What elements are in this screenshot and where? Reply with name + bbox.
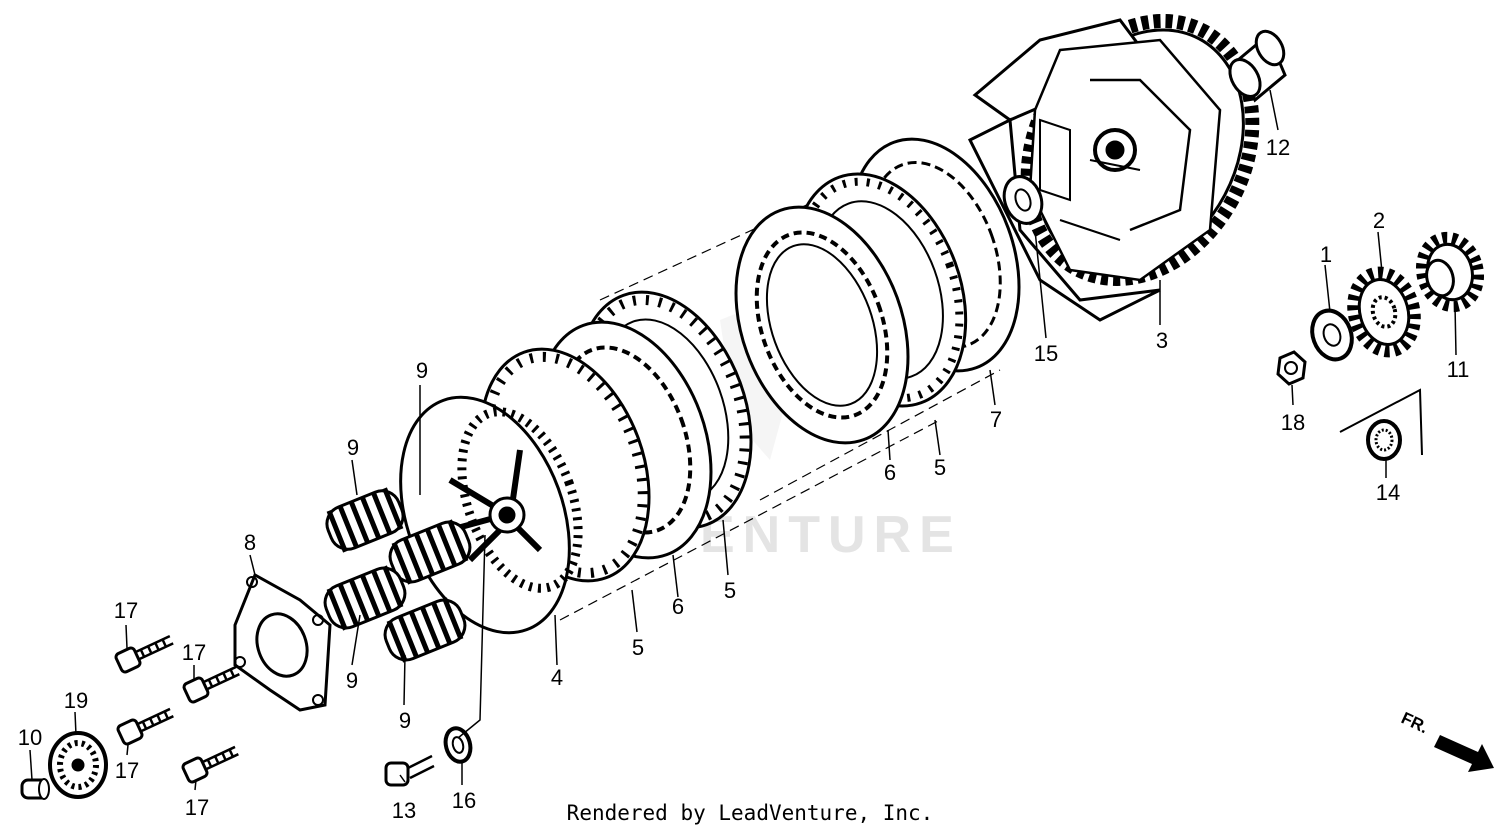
callout-part-9-d: 9 <box>399 708 411 733</box>
callout-part-17-d: 17 <box>185 795 209 820</box>
part-11-gear <box>1415 231 1485 313</box>
callout-part-17-a: 17 <box>114 598 138 623</box>
callout-part-9-a: 9 <box>416 358 428 383</box>
callout-part-13: 13 <box>392 798 416 823</box>
part-13-bolt <box>384 754 435 787</box>
callout-part-16: 16 <box>452 788 476 813</box>
callout-part-17-b: 17 <box>182 640 206 665</box>
callout-part-5-b: 5 <box>724 578 736 603</box>
leader-lines <box>29 89 1457 791</box>
callout-part-1: 1 <box>1320 242 1332 267</box>
footer-credit: Rendered by LeadVenture, Inc. <box>567 801 934 825</box>
part-8-lifter-plate <box>233 572 332 712</box>
part-9-clutch-springs <box>323 487 472 663</box>
callout-part-14: 14 <box>1376 480 1400 505</box>
callout-part-10: 10 <box>18 725 42 750</box>
part-10-lifter-rod <box>20 778 50 800</box>
callout-part-8: 8 <box>244 530 256 555</box>
callout-part-3: 3 <box>1156 328 1168 353</box>
part-19-bearing <box>48 731 108 799</box>
part-15-collar <box>1002 175 1044 225</box>
front-direction-arrow: FR. <box>1398 708 1494 772</box>
callout-part-5-c: 5 <box>632 635 644 660</box>
part-2-gear <box>1347 266 1421 358</box>
callout-part-4: 4 <box>551 665 563 690</box>
callout-part-2: 2 <box>1373 208 1385 233</box>
callout-part-12: 12 <box>1266 135 1290 160</box>
part-12-bushing <box>1228 29 1287 103</box>
part-1-washer <box>1310 308 1354 362</box>
callout-part-7: 7 <box>990 407 1002 432</box>
callout-labels: 1 2 3 4 5 5 5 5 6 6 7 8 9 9 9 9 10 11 12… <box>18 135 1470 823</box>
part-16-washer <box>443 726 473 764</box>
part-6-clutch-plate-upper <box>734 205 910 445</box>
callout-part-19: 19 <box>64 688 88 713</box>
part-17-bolts <box>114 634 240 784</box>
callout-part-9-b: 9 <box>347 435 359 460</box>
part-18-nut <box>1276 350 1307 386</box>
callout-part-11: 11 <box>1447 357 1470 382</box>
watermark-text: ENTURE <box>700 506 962 564</box>
part-3-clutch-outer <box>967 14 1260 322</box>
callout-part-9-c: 9 <box>346 668 358 693</box>
callout-part-17-c: 17 <box>115 758 139 783</box>
front-direction-label: FR. <box>1398 708 1431 737</box>
callout-part-15: 15 <box>1034 341 1058 366</box>
callout-part-6-b: 6 <box>672 594 684 619</box>
callout-part-6-a: 6 <box>884 460 896 485</box>
arrow-right-down-icon <box>1434 735 1494 772</box>
part-14-nut <box>1339 388 1423 461</box>
callout-part-5-a: 5 <box>934 455 946 480</box>
callout-part-18: 18 <box>1281 410 1305 435</box>
